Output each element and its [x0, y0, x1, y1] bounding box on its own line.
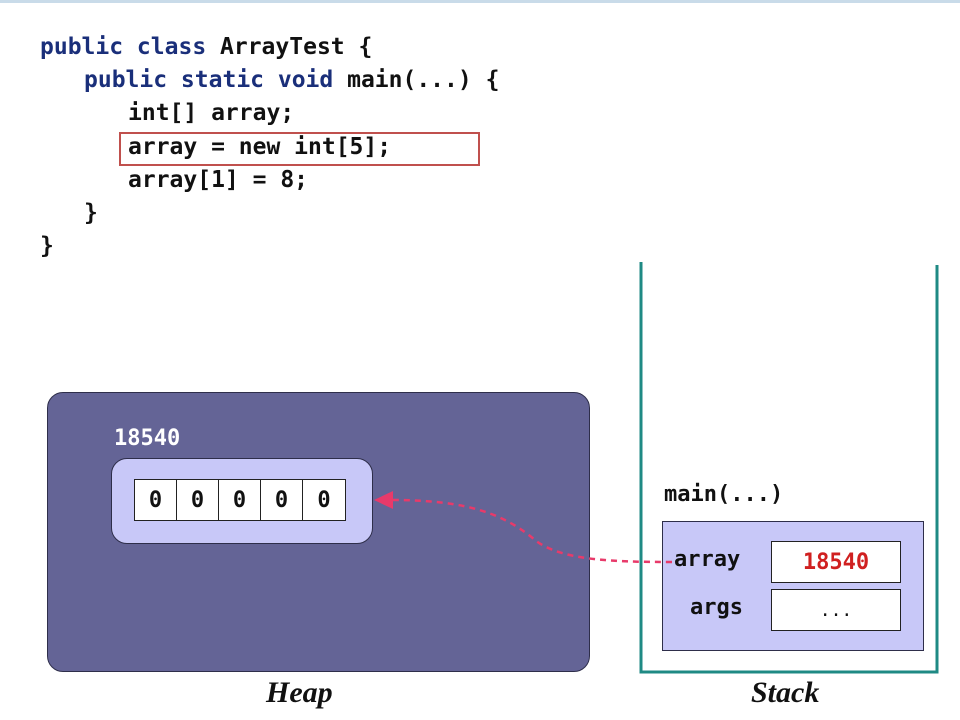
- code-line-6: }: [84, 200, 98, 226]
- array-object-address: 18540: [114, 426, 181, 451]
- stack-frame-label: main(...): [664, 482, 784, 507]
- array-cell-1: 0: [177, 480, 219, 520]
- array-cell-0: 0: [135, 480, 177, 520]
- code-line-1-text: ArrayTest {: [206, 34, 373, 60]
- array-cells: 0 0 0 0 0: [134, 479, 346, 521]
- var-value-array: 18540: [771, 541, 901, 583]
- current-statement-highlight: [119, 132, 480, 166]
- code-line-4: array = new int[5];: [128, 134, 392, 160]
- code-line-2: public static void main(...) {: [84, 65, 499, 95]
- code-line-2-keyword: public static void: [84, 67, 334, 93]
- array-cell-2: 0: [219, 480, 261, 520]
- code-line-2-text: main(...) {: [333, 67, 500, 93]
- code-line-7: }: [40, 233, 54, 259]
- stack-caption: Stack: [751, 676, 820, 709]
- top-edge: [0, 0, 960, 3]
- array-cell-4: 0: [317, 487, 331, 513]
- var-name-array: array: [674, 547, 741, 572]
- var-name-args: args: [690, 595, 743, 620]
- array-cell-3: 0: [261, 480, 303, 520]
- var-value-args: ...: [771, 589, 901, 631]
- code-line-1-keyword: public class: [40, 34, 207, 60]
- code-line-5: array[1] = 8;: [128, 167, 309, 193]
- code-line-3: int[] array;: [128, 100, 295, 126]
- heap-caption: Heap: [266, 676, 333, 709]
- code-line-1: public class ArrayTest {: [40, 32, 372, 62]
